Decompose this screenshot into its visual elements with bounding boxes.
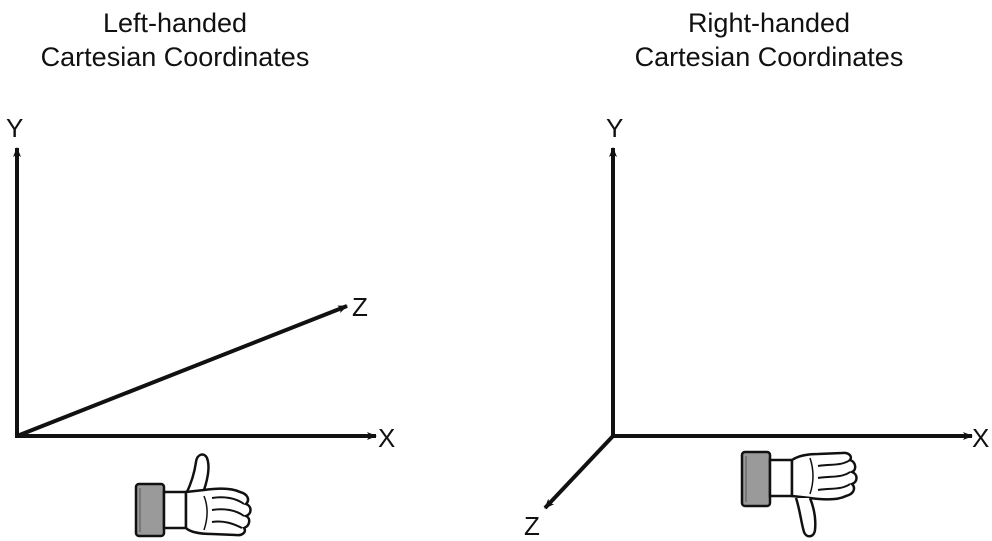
right-z-axis: [543, 434, 615, 510]
left-title-line2: Cartesian Coordinates: [40, 42, 310, 72]
right-panel-title: Right-handed Cartesian Coordinates: [604, 6, 934, 74]
left-z-axis: [16, 304, 348, 438]
left-z-label: Z: [352, 292, 368, 322]
thumbs-down-hand-icon: [740, 450, 858, 538]
left-panel-title: Left-handed Cartesian Coordinates: [10, 6, 340, 74]
right-x-label: X: [972, 423, 990, 453]
right-axes: [543, 147, 973, 510]
right-y-label: Y: [606, 113, 624, 143]
left-title-line1: Left-handed: [102, 8, 248, 38]
thumbs-up-hand-icon: [134, 453, 252, 538]
left-axes: [13, 147, 377, 440]
right-title-line2: Cartesian Coordinates: [634, 42, 904, 72]
left-x-label: X: [378, 423, 396, 453]
right-title-line1: Right-handed: [687, 8, 851, 38]
right-z-label: Z: [524, 511, 540, 541]
left-y-label: Y: [6, 113, 24, 143]
